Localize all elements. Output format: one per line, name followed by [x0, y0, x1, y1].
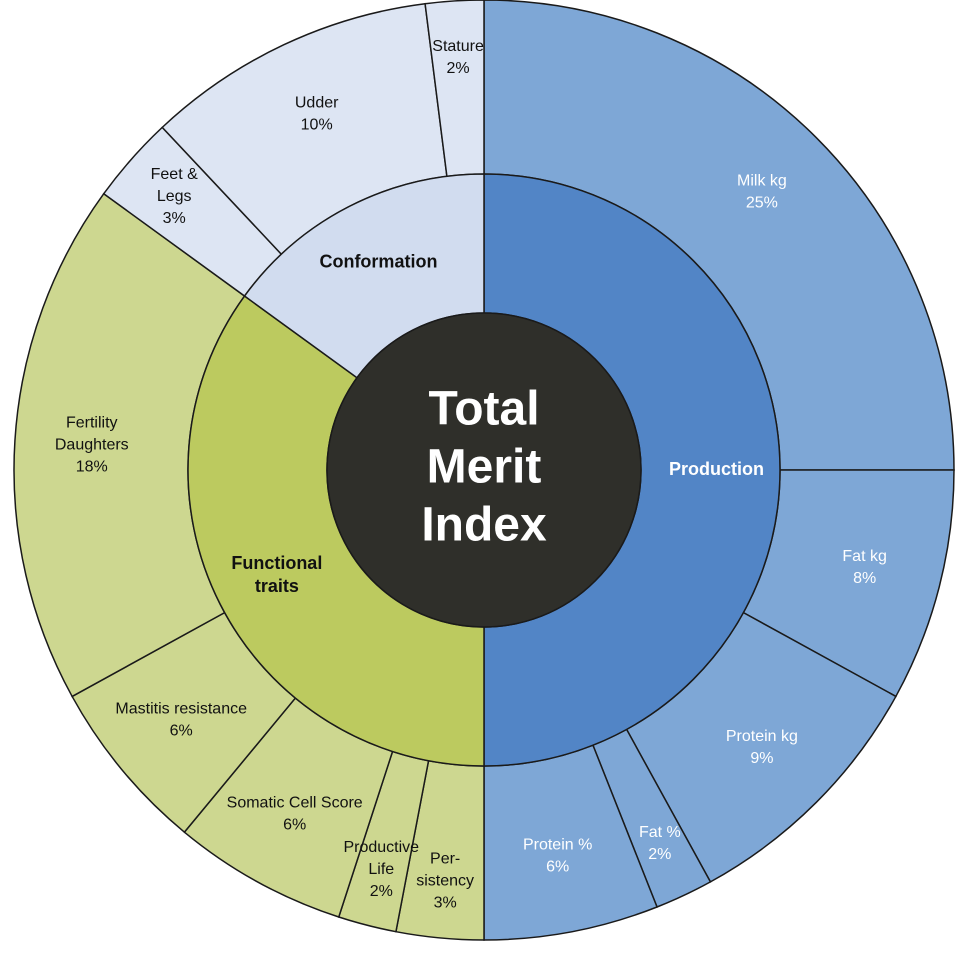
- center-circle: [326, 312, 642, 628]
- outer-ring: [13, 0, 955, 941]
- group-label-conformation: Conformation: [319, 252, 437, 272]
- inner-ring: [187, 173, 781, 767]
- group-label-production: Production: [669, 459, 764, 479]
- center-disc: [326, 312, 642, 628]
- segment-label-fat: Fat %2%: [639, 824, 681, 863]
- segment-label-protein: Protein %6%: [523, 836, 592, 875]
